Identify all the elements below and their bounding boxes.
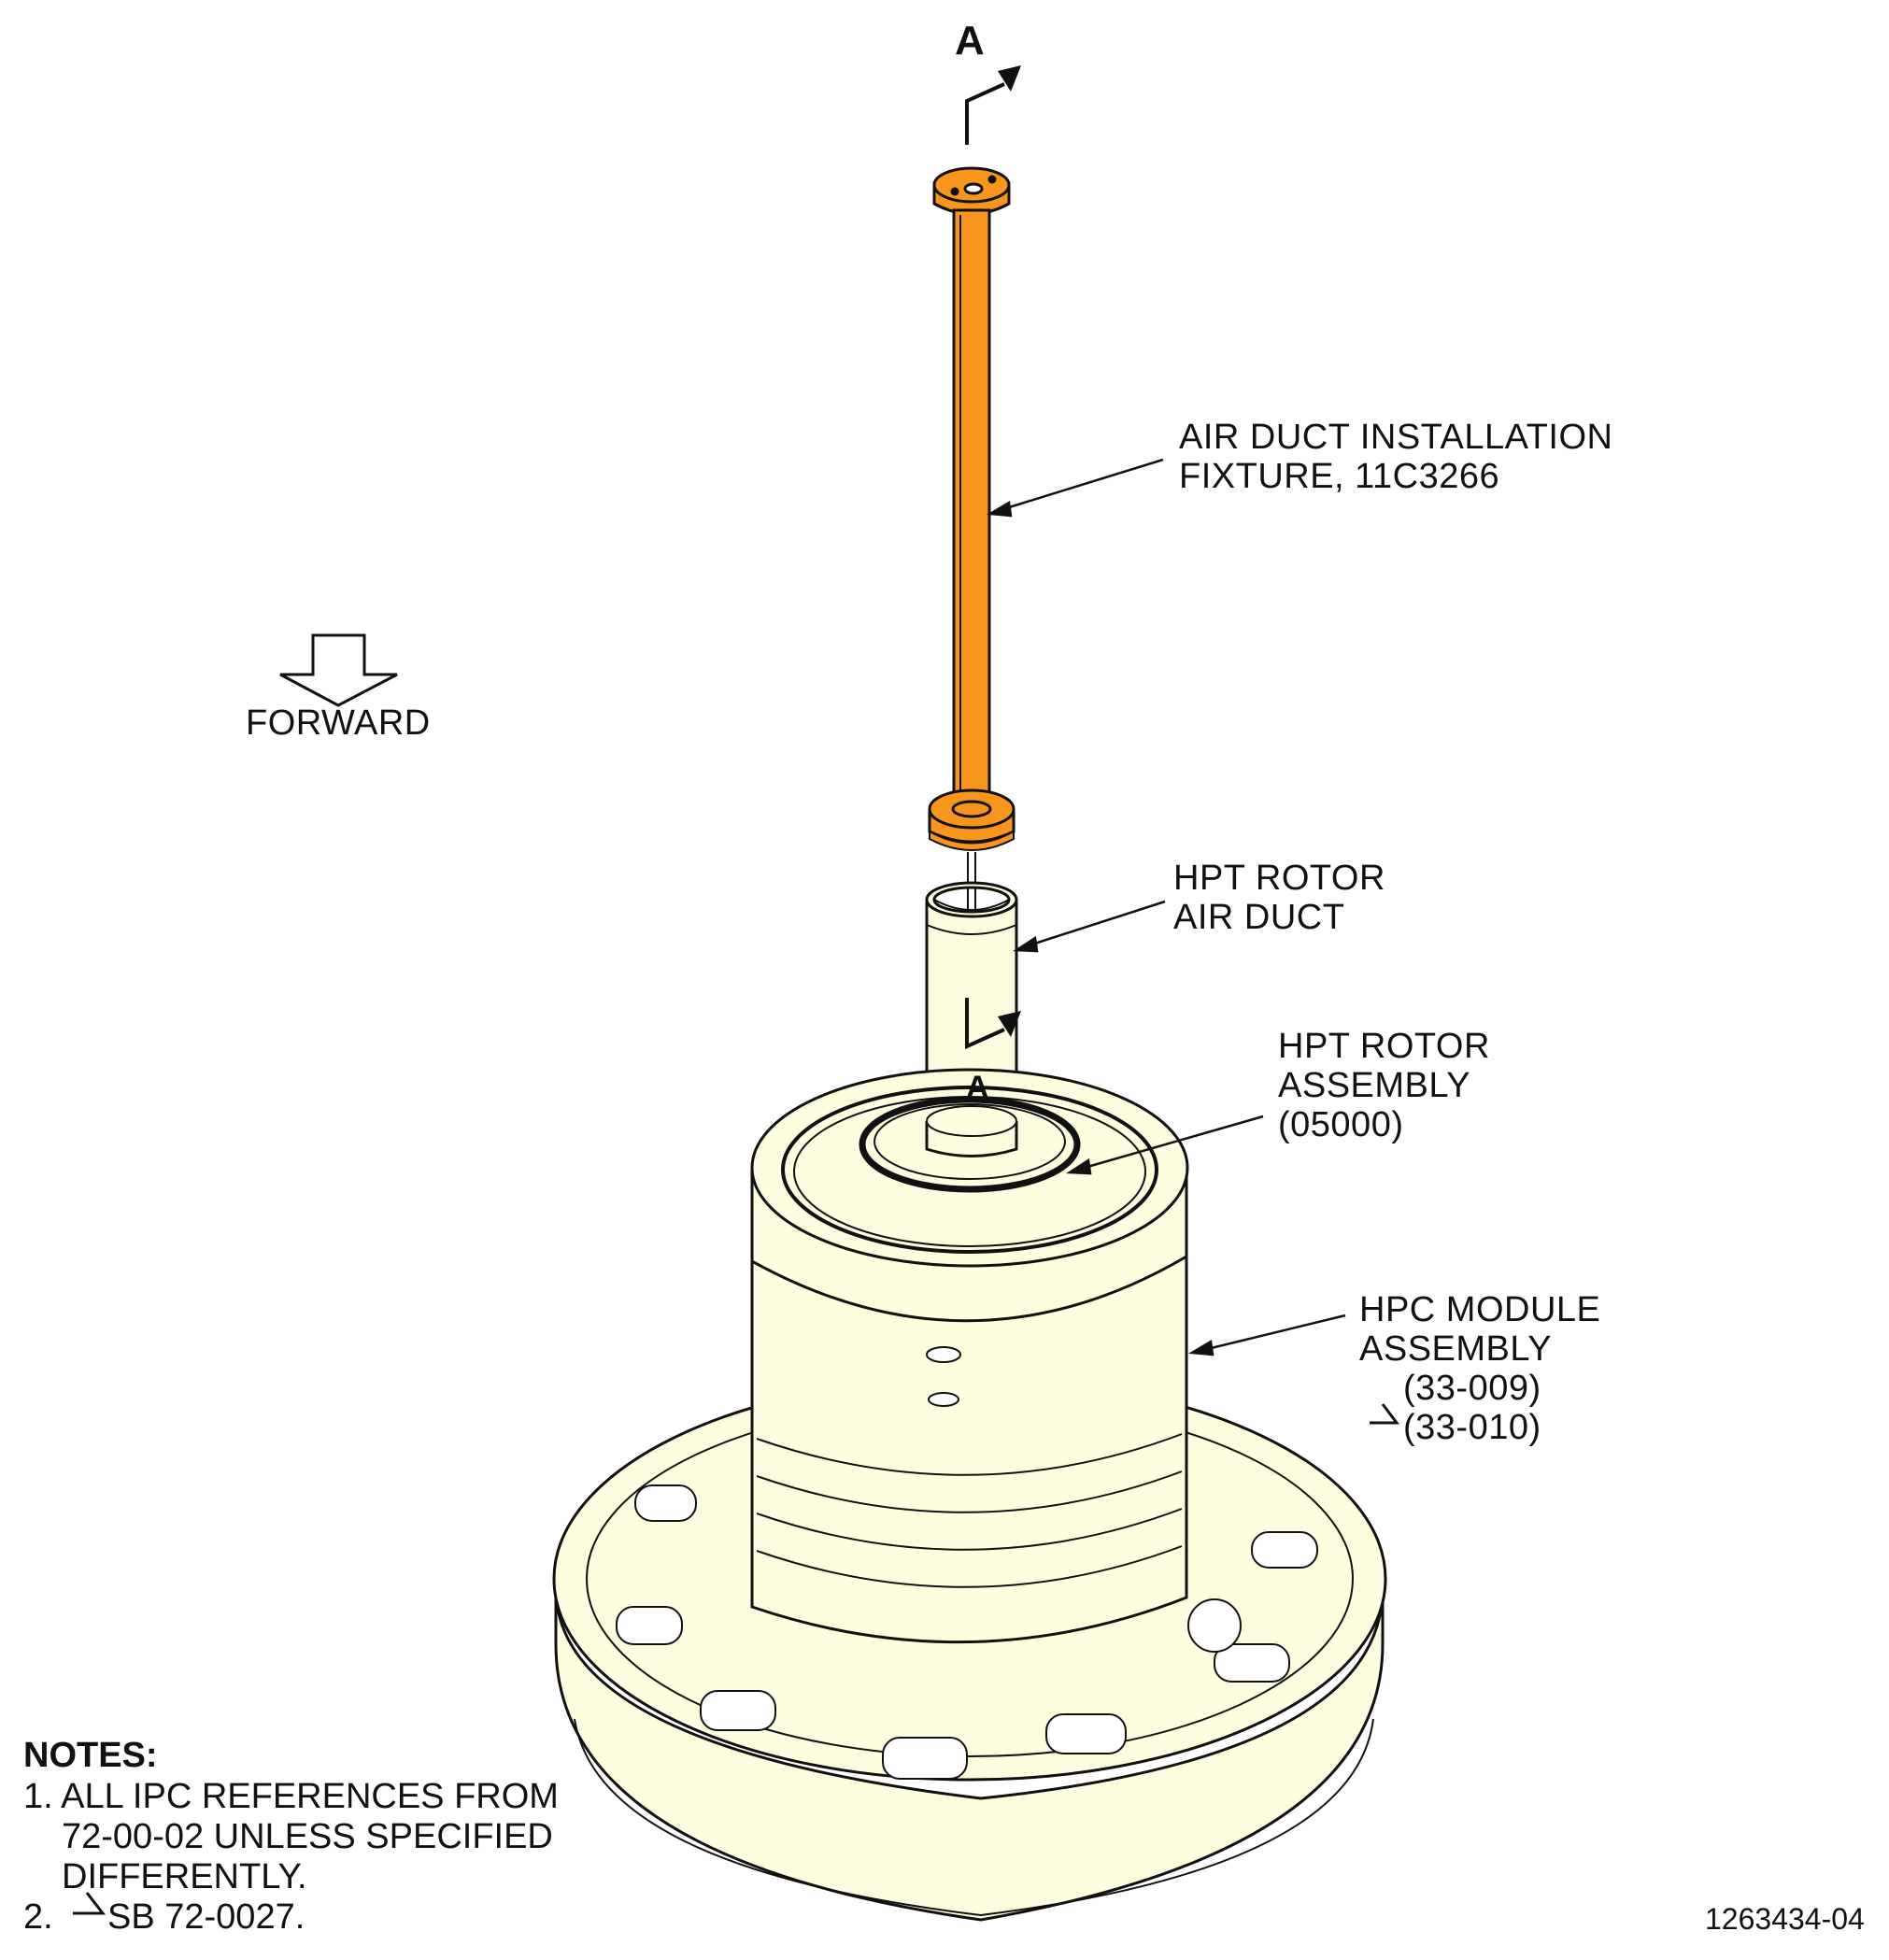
section-letter-bottom: A (966, 1070, 990, 1105)
module-assembly-drawing (552, 1068, 1387, 1922)
section-cut-mark-top (965, 65, 1021, 145)
fixture-callout-line2: FIXTURE, 11C3266 (1179, 457, 1500, 496)
note-2-number: 2. (23, 1897, 53, 1937)
section-cut-mark-bottom (965, 998, 1021, 1050)
air-duct-callout-line1: HPT ROTOR (1173, 859, 1385, 898)
notes-heading: NOTES: (23, 1736, 158, 1775)
air-duct-callout-line2: AIR DUCT (1173, 898, 1345, 937)
installation-fixture-drawing (928, 166, 1016, 895)
rotor-assembly-callout-line1: HPT ROTOR (1278, 1027, 1490, 1066)
forward-label: FORWARD (246, 703, 431, 743)
note-1-line2: 72-00-02 UNLESS SPECIFIED (62, 1817, 553, 1856)
sb-flag-icon (73, 1403, 1399, 1915)
hpc-module-callout-line4: (33-010) (1403, 1408, 1541, 1447)
hpc-module-callout-line3: (33-009) (1403, 1369, 1541, 1408)
rotor-assembly-callout-line2: ASSEMBLY (1278, 1066, 1471, 1105)
fixture-callout-line1: AIR DUCT INSTALLATION (1179, 418, 1613, 457)
figure-number: 1263434-04 (1705, 1902, 1865, 1936)
forward-down-arrow-icon (279, 633, 398, 707)
section-letter-top: A (955, 18, 986, 64)
hpc-module-callout-line2: ASSEMBLY (1359, 1329, 1553, 1369)
note-2-text: SB 72-0027. (107, 1897, 305, 1937)
leader-lines (987, 458, 1346, 1356)
hpc-module-callout-line1: HPC MODULE (1359, 1290, 1601, 1329)
rotor-assembly-callout-line3: (05000) (1278, 1105, 1404, 1144)
note-1-line3: DIFFERENTLY. (62, 1857, 307, 1896)
note-1-line1: 1. ALL IPC REFERENCES FROM (23, 1777, 559, 1816)
